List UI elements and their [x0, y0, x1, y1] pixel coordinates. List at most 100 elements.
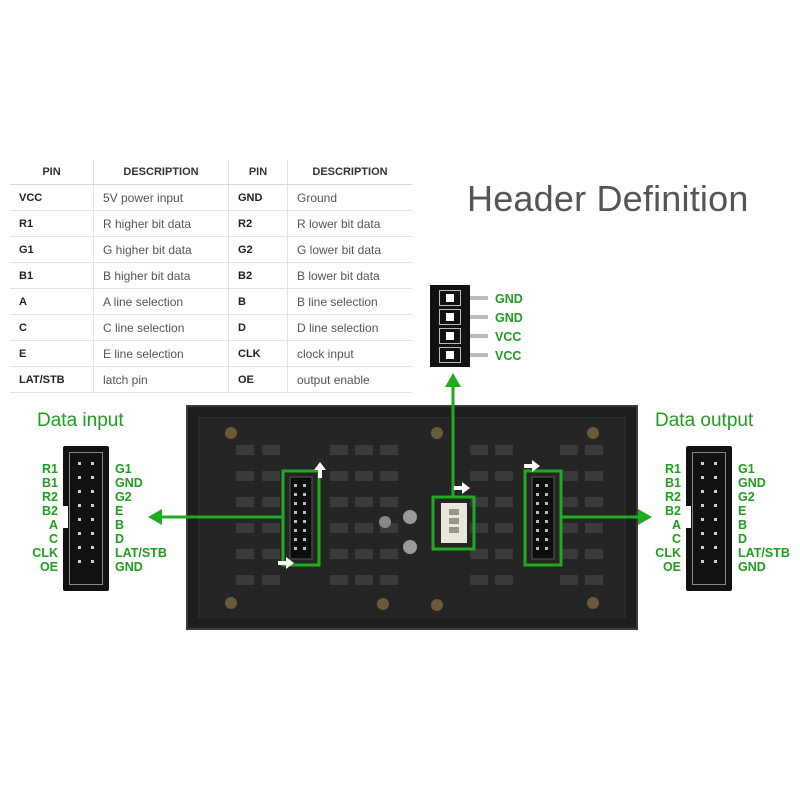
description-cell: C line selection: [93, 314, 229, 341]
pin-label: B1: [42, 476, 58, 490]
pin-cell: B: [228, 288, 288, 315]
pin-label: R1: [42, 462, 58, 476]
power-pin-label: GND: [495, 292, 523, 306]
pin-label: E: [115, 504, 124, 518]
pin-label: GND: [738, 476, 766, 490]
pin-cell: G2: [228, 236, 288, 263]
led-matrix-board: [186, 405, 638, 630]
column-header: PIN: [10, 160, 94, 185]
pin-leg: [470, 296, 488, 300]
pin-leg: [470, 353, 488, 357]
pin-label: LAT/STB: [115, 546, 167, 560]
pin-label: OE: [662, 560, 681, 574]
pin-label: G1: [738, 462, 755, 476]
pin-cell: R2: [228, 210, 288, 237]
pin-label: A: [671, 518, 681, 532]
pin-leg: [470, 315, 488, 319]
input-idc-connector: [62, 446, 109, 591]
description-cell: B higher bit data: [93, 262, 229, 289]
pin-label: C: [671, 532, 681, 546]
pin-label: B: [738, 518, 748, 532]
pin-label: B2: [42, 504, 58, 518]
pin-label: CLK: [655, 546, 681, 560]
description-cell: B line selection: [287, 288, 412, 315]
pin-label: R2: [665, 490, 681, 504]
power-header-connector: [430, 285, 470, 367]
pin-label: GND: [115, 560, 143, 574]
output-right-pin-labels: G1 GND G2 E B D LAT/STB GND: [738, 462, 798, 574]
pin-label: G2: [115, 490, 132, 504]
pin-slot: [439, 290, 461, 306]
pin-label: LAT/STB: [738, 546, 790, 560]
pin-cell: A: [10, 288, 94, 315]
pin-leg: [470, 334, 488, 338]
pin-label: R1: [665, 462, 681, 476]
pin-label: D: [115, 532, 125, 546]
pin-label: B: [115, 518, 125, 532]
input-left-pin-labels: R1 B1 R2 B2 A C CLK OE: [22, 462, 58, 574]
description-cell: output enable: [287, 366, 412, 393]
pin-label: GND: [115, 476, 143, 490]
pin-cell: VCC: [10, 184, 94, 211]
pin-label: D: [738, 532, 748, 546]
pin-slot: [439, 309, 461, 325]
data-input-label: Data input: [37, 410, 124, 431]
pin-cell: GND: [228, 184, 288, 211]
pin-label: R2: [42, 490, 58, 504]
pin-cell: LAT/STB: [10, 366, 94, 393]
pin-label: C: [48, 532, 58, 546]
pin-cell: D: [228, 314, 288, 341]
description-cell: latch pin: [93, 366, 229, 393]
description-cell: clock input: [287, 340, 412, 367]
pin-cell: G1: [10, 236, 94, 263]
description-cell: A line selection: [93, 288, 229, 315]
description-cell: G higher bit data: [93, 236, 229, 263]
power-pin-label: VCC: [495, 330, 522, 344]
description-cell: G lower bit data: [287, 236, 412, 263]
power-pin-label: VCC: [495, 349, 522, 363]
pin-slot: [439, 328, 461, 344]
pin-cell: CLK: [228, 340, 288, 367]
column-header: PIN: [228, 160, 288, 185]
page-title: Header Definition: [467, 178, 749, 219]
pin-cell: B2: [228, 262, 288, 289]
pin-label: CLK: [32, 546, 58, 560]
pin-label: GND: [738, 560, 766, 574]
input-right-pin-labels: G1 GND G2 E B D LAT/STB GND: [115, 462, 175, 574]
description-cell: R higher bit data: [93, 210, 229, 237]
description-cell: 5V power input: [93, 184, 229, 211]
pin-label: E: [738, 504, 747, 518]
description-cell: E line selection: [93, 340, 229, 367]
pin-label: OE: [39, 560, 58, 574]
pin-slot: [439, 347, 461, 363]
data-output-label: Data output: [655, 410, 754, 431]
column-header: DESCRIPTION: [287, 160, 412, 185]
description-cell: R lower bit data: [287, 210, 412, 237]
description-cell: D line selection: [287, 314, 412, 341]
description-cell: B lower bit data: [287, 262, 412, 289]
pin-label: A: [48, 518, 58, 532]
pin-cell: B1: [10, 262, 94, 289]
pin-label: B1: [665, 476, 681, 490]
pin-cell: R1: [10, 210, 94, 237]
pin-cell: OE: [228, 366, 288, 393]
pin-label: G1: [115, 462, 132, 476]
table-header-row: PIN DESCRIPTION PIN DESCRIPTION: [10, 160, 412, 185]
pin-cell: C: [10, 314, 94, 341]
description-cell: Ground: [287, 184, 412, 211]
pin-label: G2: [738, 490, 755, 504]
output-idc-connector: [685, 446, 732, 591]
column-header: DESCRIPTION: [93, 160, 229, 185]
pin-cell: E: [10, 340, 94, 367]
pin-label: B2: [665, 504, 681, 518]
